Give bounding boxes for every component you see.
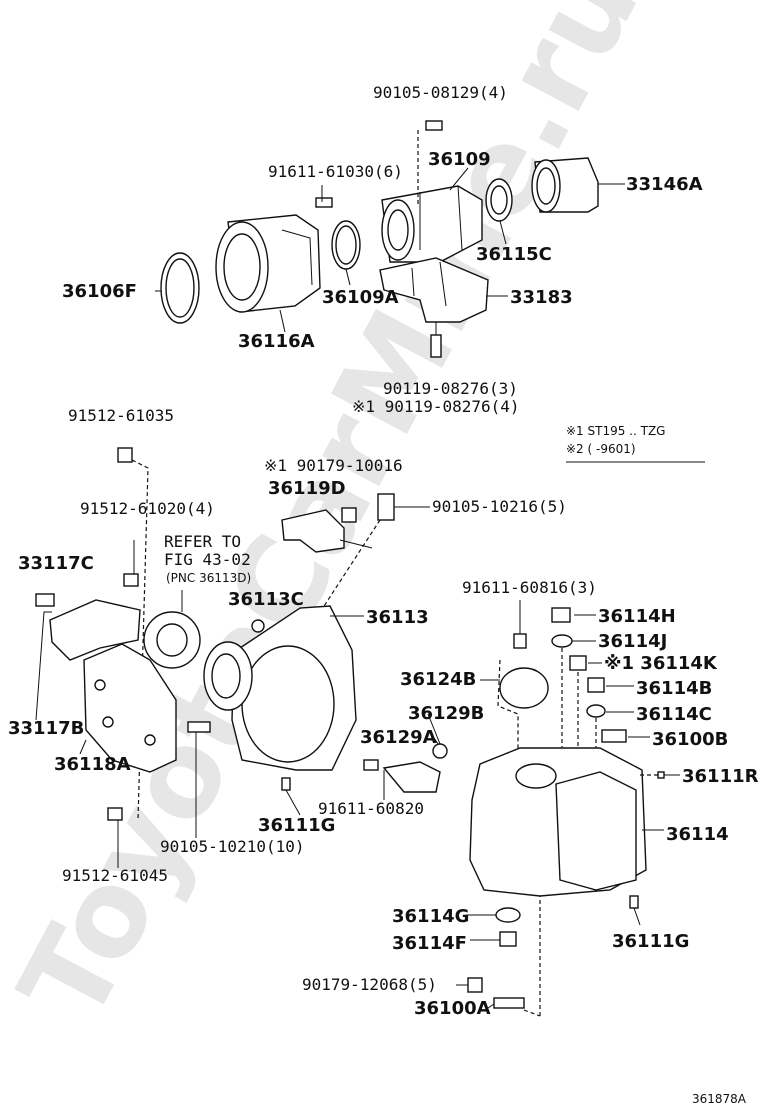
label-36114G: 36114G [392,906,469,927]
part-36129B-guide [382,761,441,793]
label-36109: 36109 [428,149,491,170]
bolt-91611-61030 [315,185,333,208]
label-36109A: 36109A [322,287,399,308]
part-36118A-adapter [83,643,177,773]
label-36106F: 36106F [62,281,137,302]
label-90179-10016: ※1 90179-10016 [264,456,403,475]
label-36116A: 36116A [238,331,315,352]
part-33146A-sleeve [531,157,599,213]
label-36100A: 36100A [414,998,491,1019]
legend-note-2: ※2 ( -9601) [566,442,636,456]
part-36113-case [203,605,364,771]
part-36114G-plug [495,907,521,923]
label-90179-12068: 90179-12068(5) [302,975,437,994]
label-91512-61045: 91512-61045 [62,866,168,885]
part-36116A-housing [215,214,321,313]
label-91611-61030: 91611-61030(6) [268,162,403,181]
bolt-90105-08129 [417,120,443,205]
label-33183: 33183 [510,287,573,308]
label-36114J: 36114J [598,631,667,652]
refer-line-1: REFER TO [164,532,241,551]
bolt-91611-60820 [363,759,385,800]
label-91512-61020: 91512-61020(4) [80,499,215,518]
label-36100B: 36100B [652,729,728,750]
part-36114J-washer [551,634,573,648]
part-33117B-bracket [49,599,141,661]
label-90105-10216: 90105-10216(5) [432,497,567,516]
part-90179-12068-nut [467,977,483,993]
label-36111G-a: 36111G [258,815,335,836]
refer-line-2: FIG 43-02 [164,550,251,569]
label-90119-08276-b: ※1 90119-08276(4) [352,397,520,416]
label-36118A: 36118A [54,754,131,775]
bolt-90105-10210 [187,721,211,838]
part-36111G-pin-right [629,895,639,909]
part-36109A-oring [331,220,361,270]
label-36129B: 36129B [408,703,484,724]
label-90105-10210: 90105-10210(10) [160,837,305,856]
part-36114-case [469,747,664,897]
part-36114B-plug [587,677,605,693]
label-36115C: 36115C [476,244,552,265]
label-36111R: 36111R [682,766,759,787]
label-36114B: 36114B [636,678,712,699]
part-36124B-cover [480,667,549,709]
part-36111R-pin [640,771,680,779]
part-33183-bracket [379,257,489,323]
part-36106F-gasket [160,252,200,324]
part-36111G-pin [281,777,291,791]
label-36129A: 36129A [360,727,437,748]
label-91512-61035: 91512-61035 [68,406,174,425]
label-36113C: 36113C [228,589,304,610]
part-36113C-plug [251,619,265,633]
bolt-91512-61020 [123,540,139,587]
label-33117B: 33117B [8,718,84,739]
part-36114K-plug [569,655,587,671]
label-91611-60820: 91611-60820 [318,799,424,818]
part-refer-bearing [143,590,201,669]
label-90119-08276-a: 90119-08276(3) [383,379,518,398]
part-36114F-plug [499,931,517,947]
label-36114F: 36114F [392,933,467,954]
part-90179-10016-nut [341,507,357,523]
label-36114C: 36114C [636,704,712,725]
bolt-33117C [35,593,55,607]
part-36115C-seal [485,178,513,222]
label-36114: 36114 [666,824,729,845]
part-36114C-washer [586,704,606,718]
part-36109-retainer [381,185,483,263]
label-36124B: 36124B [400,669,476,690]
refer-line-3: (PNC 36113D) [166,571,251,585]
part-36119D-bracket [281,509,373,553]
bolt-91611-60816 [497,600,527,760]
label-36113: 36113 [366,607,429,628]
label-36114K: ※1 36114K [604,653,718,674]
figure-code: 361878A [692,1092,747,1106]
bolt-90119-08276 [430,322,442,358]
label-36111G-b: 36111G [612,931,689,952]
label-33146A: 33146A [626,174,703,195]
bolt-36100A-stud [493,896,541,1017]
label-36119D: 36119D [268,478,346,499]
legend-note-1: ※1 ST195 .. TZG [566,424,665,438]
part-36114H-plug [551,607,571,623]
label-90105-08129: 90105-08129(4) [373,83,508,102]
bolt-91512-61045 [107,807,123,868]
label-33117C: 33117C [18,553,94,574]
label-36114H: 36114H [598,606,676,627]
label-91611-60816: 91611-60816(3) [462,578,597,597]
bolt-36100B [601,729,627,743]
